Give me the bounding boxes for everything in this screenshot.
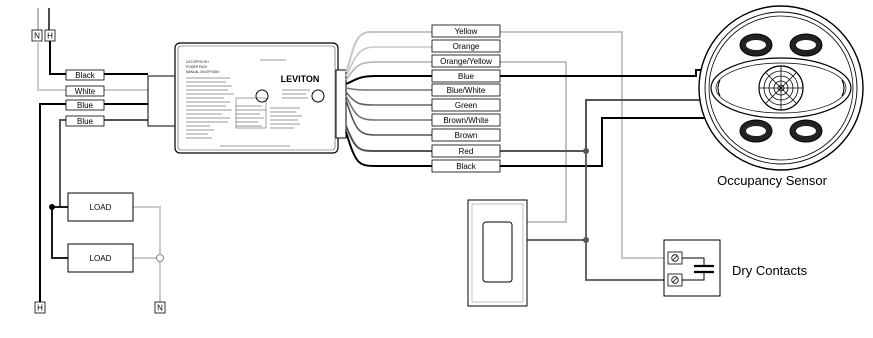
power-pack-line-2: POWER PACK bbox=[186, 65, 208, 69]
wire-label-blue-1: Blue bbox=[77, 101, 94, 110]
neutral-junction bbox=[156, 254, 164, 262]
dry-contacts: Dry Contacts bbox=[663, 239, 808, 297]
wire-label-red: Red bbox=[459, 147, 474, 156]
load-label-1: LOAD bbox=[90, 203, 112, 212]
wire-label-black: Black bbox=[75, 71, 96, 80]
dry-contacts-label: Dry Contacts bbox=[732, 263, 808, 278]
red-junction-2 bbox=[583, 237, 589, 243]
load-boxes: LOAD LOAD bbox=[67, 192, 134, 273]
power-pack-model: CAT.OPP20-RH bbox=[186, 60, 209, 64]
wall-switch bbox=[467, 199, 528, 307]
load-label-2: LOAD bbox=[90, 254, 112, 263]
wire-label-yellow: Yellow bbox=[455, 27, 478, 36]
sensor-slots bbox=[739, 33, 823, 143]
dry-contact-screw-1 bbox=[671, 254, 679, 262]
neutral-terminal-label: N bbox=[34, 32, 40, 41]
csa-mark bbox=[311, 89, 325, 103]
bottom-hot-terminal bbox=[34, 301, 46, 314]
bottom-supply-terminals: H N bbox=[34, 301, 166, 314]
load-box-1 bbox=[67, 192, 134, 222]
bottom-neutral-terminal-label: N bbox=[157, 304, 163, 313]
left-wire-labels: Black White Blue Blue bbox=[65, 69, 105, 127]
occupancy-sensor: Occupancy Sensor bbox=[698, 5, 864, 188]
power-pack-brand: LEVITON bbox=[281, 74, 320, 84]
switch-paddle bbox=[482, 221, 513, 283]
left-wires bbox=[37, 41, 164, 302]
sensor-lens bbox=[758, 65, 804, 111]
wire-label-brown: Brown bbox=[455, 131, 478, 140]
top-supply-terminals: N H bbox=[31, 8, 56, 42]
wire-label-orange: Orange bbox=[453, 42, 480, 51]
junction-dot bbox=[49, 204, 55, 210]
wire-label-blue-white: Blue/White bbox=[447, 86, 486, 95]
power-pack: CAT.OPP20-RH POWER PACK MANUAL ON/OFF/DI… bbox=[147, 42, 347, 154]
red-junction-1 bbox=[583, 148, 589, 154]
power-pack-line-3: MANUAL ON/OFF/DIM bbox=[186, 70, 219, 74]
dry-contact-screw-2 bbox=[671, 276, 679, 284]
wire-label-black-right: Black bbox=[456, 162, 477, 171]
hot-terminal-label: H bbox=[47, 32, 53, 41]
bottom-hot-terminal-label: H bbox=[37, 304, 43, 313]
wire-label-blue-2: Blue bbox=[77, 117, 94, 126]
power-pack-inner-panel bbox=[235, 97, 267, 129]
load-box-2 bbox=[67, 243, 134, 273]
right-wire-labels: Yellow Orange Orange/Yellow Blue Blue/Wh… bbox=[431, 24, 501, 173]
wire-label-white: White bbox=[75, 87, 96, 96]
wire-label-orange-yellow: Orange/Yellow bbox=[440, 57, 492, 66]
ul-listing-mark bbox=[255, 89, 269, 103]
bottom-neutral-terminal bbox=[154, 301, 166, 314]
occupancy-sensor-label: Occupancy Sensor bbox=[717, 173, 828, 188]
wire-label-blue: Blue bbox=[458, 72, 475, 81]
power-pack-fine-print bbox=[186, 59, 310, 147]
right-wires bbox=[345, 31, 715, 281]
wire-label-green: Green bbox=[455, 101, 477, 110]
wire-label-brown-white: Brown/White bbox=[443, 116, 489, 125]
